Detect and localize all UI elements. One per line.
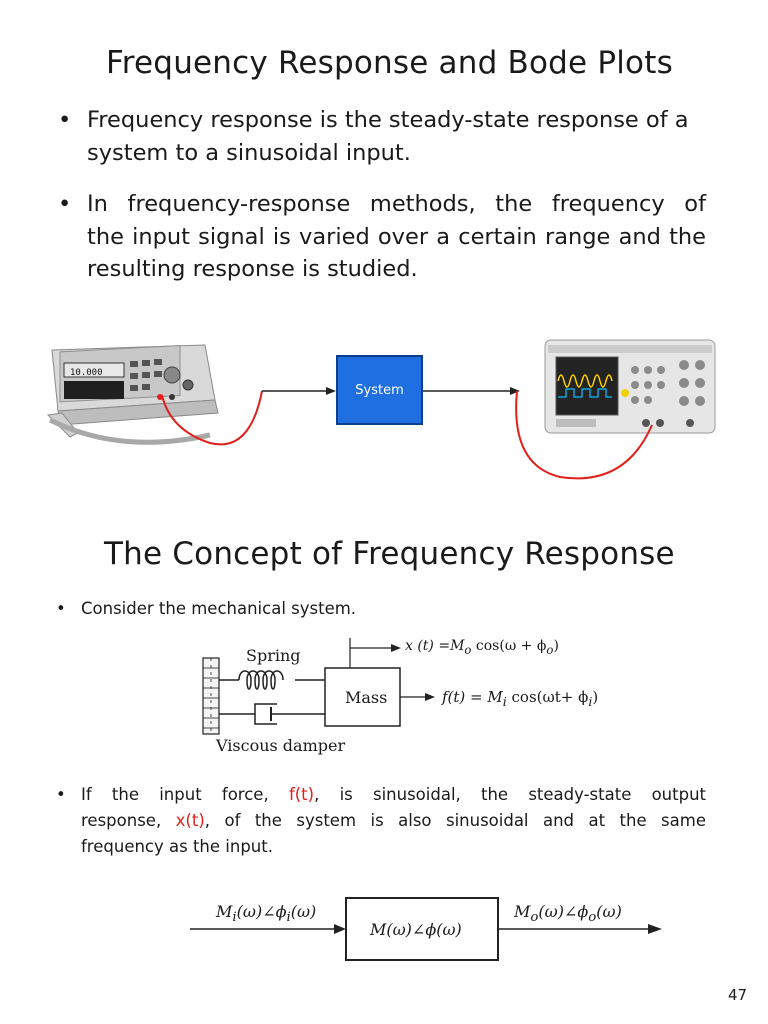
bullet-line: response, x(t), of the system is also si…: [81, 808, 706, 834]
output-label: Mo(ω)∠ϕo(ω): [514, 902, 622, 925]
mass-block: [324, 667, 401, 727]
eq-part: cos(ω + ϕ: [471, 638, 547, 654]
eq-part: ): [553, 638, 559, 654]
force-equation: f(t) = Mi cos(ωt+ ϕi): [442, 688, 598, 709]
eq-sub: i: [502, 694, 507, 709]
eq-sub: i: [232, 910, 237, 926]
eq-part: M: [514, 902, 531, 921]
page-number: 47: [728, 986, 748, 1004]
input-label: Mi(ω)∠ϕi(ω): [216, 902, 316, 925]
eq-part: x (t) =M: [405, 638, 465, 654]
displacement-equation: x (t) =Mo cos(ω + ϕo): [405, 638, 559, 657]
bullet-text: Consider the mechanical system.: [81, 599, 357, 618]
eq-sub: o: [530, 910, 539, 926]
text-part: response,: [81, 811, 176, 830]
eq-sub: i: [588, 694, 593, 709]
bullet-sinusoidal-input: • If the input force, f(t), is sinusoida…: [56, 782, 706, 862]
eq-part: ): [592, 688, 599, 706]
ft-highlight: f(t): [288, 785, 315, 804]
eq-sub: i: [286, 910, 291, 926]
xt-highlight: x(t): [175, 811, 205, 830]
bullet-line: Frequency response is the steady-state r…: [87, 107, 689, 133]
text-part: , is sinusoidal, the steady-state output: [314, 785, 707, 804]
damper-label: Viscous damper: [216, 736, 346, 755]
bullet-mark: •: [58, 107, 72, 133]
spring-label: Spring: [246, 646, 301, 665]
bullet-line: If the input force, f(t), is sinusoidal,…: [81, 782, 706, 808]
system-block: System: [336, 355, 423, 425]
eq-part: f(t) = M: [442, 688, 503, 706]
bullet-consider: • Consider the mechanical system.: [56, 596, 706, 622]
eq-part: (ω): [596, 902, 622, 921]
text-part: If the input force,: [81, 785, 289, 804]
page-title: Frequency Response and Bode Plots: [106, 45, 673, 81]
mass-label: Mass: [345, 688, 388, 707]
eq-part: cos(ωt+ ϕ: [506, 688, 589, 706]
section-title: The Concept of Frequency Response: [104, 536, 675, 572]
bullet-mark: •: [58, 191, 72, 217]
bullet-line: resulting response is studied.: [87, 256, 418, 282]
eq-part: M: [216, 902, 233, 921]
bullet-line: In frequency-response methods, the frequ…: [87, 191, 706, 217]
transfer-label: M(ω)∠ϕ(ω): [370, 920, 462, 939]
eq-part: (ω)∠ϕ: [538, 902, 589, 921]
bullet-line: system to a sinusoidal input.: [87, 139, 411, 166]
bullet-line: frequency as the input.: [81, 837, 273, 856]
oscilloscope-image: [544, 339, 716, 434]
text-part: , of the system is also sinusoidal and a…: [204, 811, 706, 830]
bullet-frequency-response: • Frequency response is the steady-state…: [58, 104, 706, 170]
eq-part: (ω)∠ϕ: [236, 902, 287, 921]
bullet-mark: •: [56, 599, 66, 618]
mechanical-system-diagram: [202, 638, 435, 735]
block-diagram: [190, 897, 662, 961]
eq-sub: o: [546, 642, 554, 657]
bullet-methods: • In frequency-response methods, the fre…: [58, 188, 706, 286]
bullet-line: the input signal is varied over a certai…: [87, 223, 706, 250]
bullet-mark: •: [56, 785, 66, 804]
eq-part: (ω): [290, 902, 317, 921]
measurement-setup: 10.000: [46, 339, 716, 480]
eq-sub: o: [588, 910, 597, 926]
eq-sub: o: [464, 642, 472, 657]
generator-display: 10.000: [70, 368, 103, 378]
function-generator-image: [46, 344, 219, 445]
